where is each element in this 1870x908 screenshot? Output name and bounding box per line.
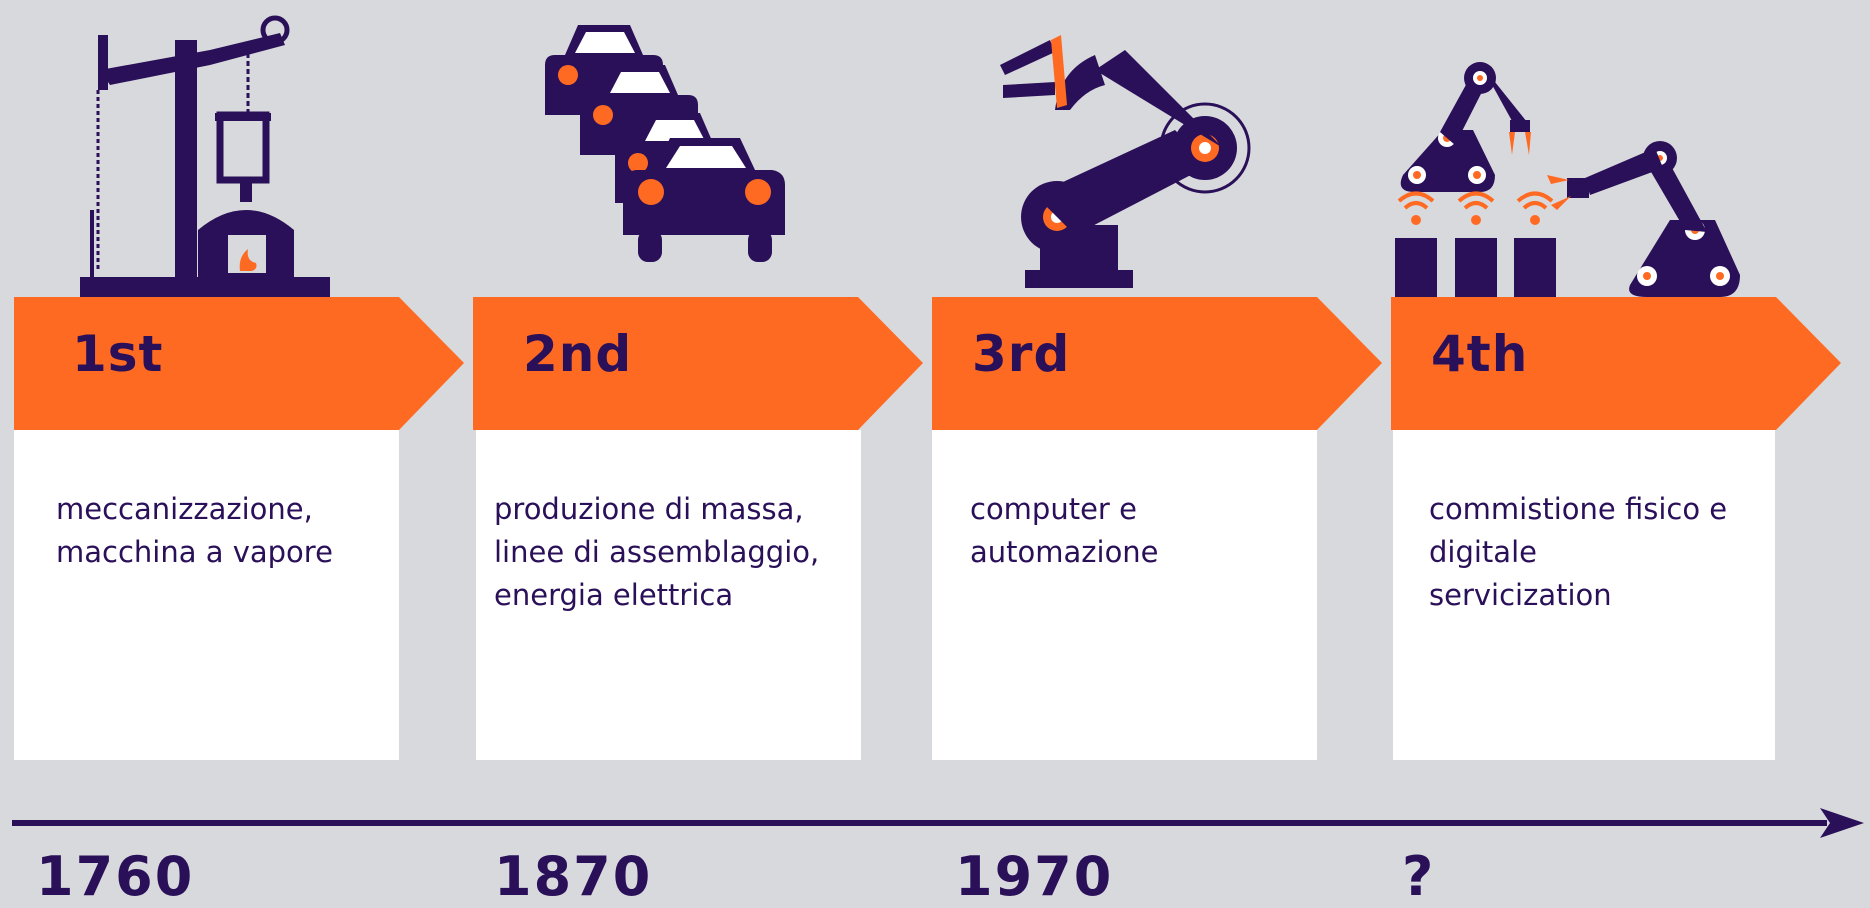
stage-3-banner: 3rd — [932, 297, 1382, 430]
stage-4-banner: 4th — [1391, 297, 1841, 430]
stage-2-label: 2nd — [523, 325, 633, 383]
robot-arm-icon — [1000, 35, 1251, 288]
stage-1-label: 1st — [72, 325, 164, 383]
steam-engine-icon — [80, 15, 330, 297]
stage-4-card: commistione fisico e digitale servicizat… — [1393, 430, 1775, 760]
stage-3-card: computer e automazione — [932, 430, 1317, 760]
stage-4-label: 4th — [1431, 325, 1529, 383]
stage-3-description: computer e automazione — [970, 492, 1159, 569]
stage-4-description: commistione fisico e digitale servicizat… — [1429, 492, 1728, 612]
stage-1-description: meccanizzazione, macchina a vapore — [56, 492, 333, 569]
stage-2-card: produzione di massa, linee di assemblagg… — [476, 430, 861, 760]
stage-1-year: 1760 — [36, 845, 195, 908]
stage-2-year: 1870 — [494, 845, 653, 908]
stage-4-year: ? — [1402, 845, 1436, 908]
connected-robots-icon — [1395, 62, 1740, 297]
cars-icon — [545, 25, 785, 262]
stage-3-year: 1970 — [955, 845, 1114, 908]
stage-1-card: meccanizzazione, macchina a vapore — [14, 430, 399, 760]
stage-2-description: produzione di massa, linee di assemblagg… — [494, 492, 820, 612]
stage-3-label: 3rd — [972, 325, 1071, 383]
stage-2-banner: 2nd — [473, 297, 923, 430]
timeline-arrow — [12, 808, 1864, 838]
stage-1-banner: 1st — [14, 297, 464, 430]
